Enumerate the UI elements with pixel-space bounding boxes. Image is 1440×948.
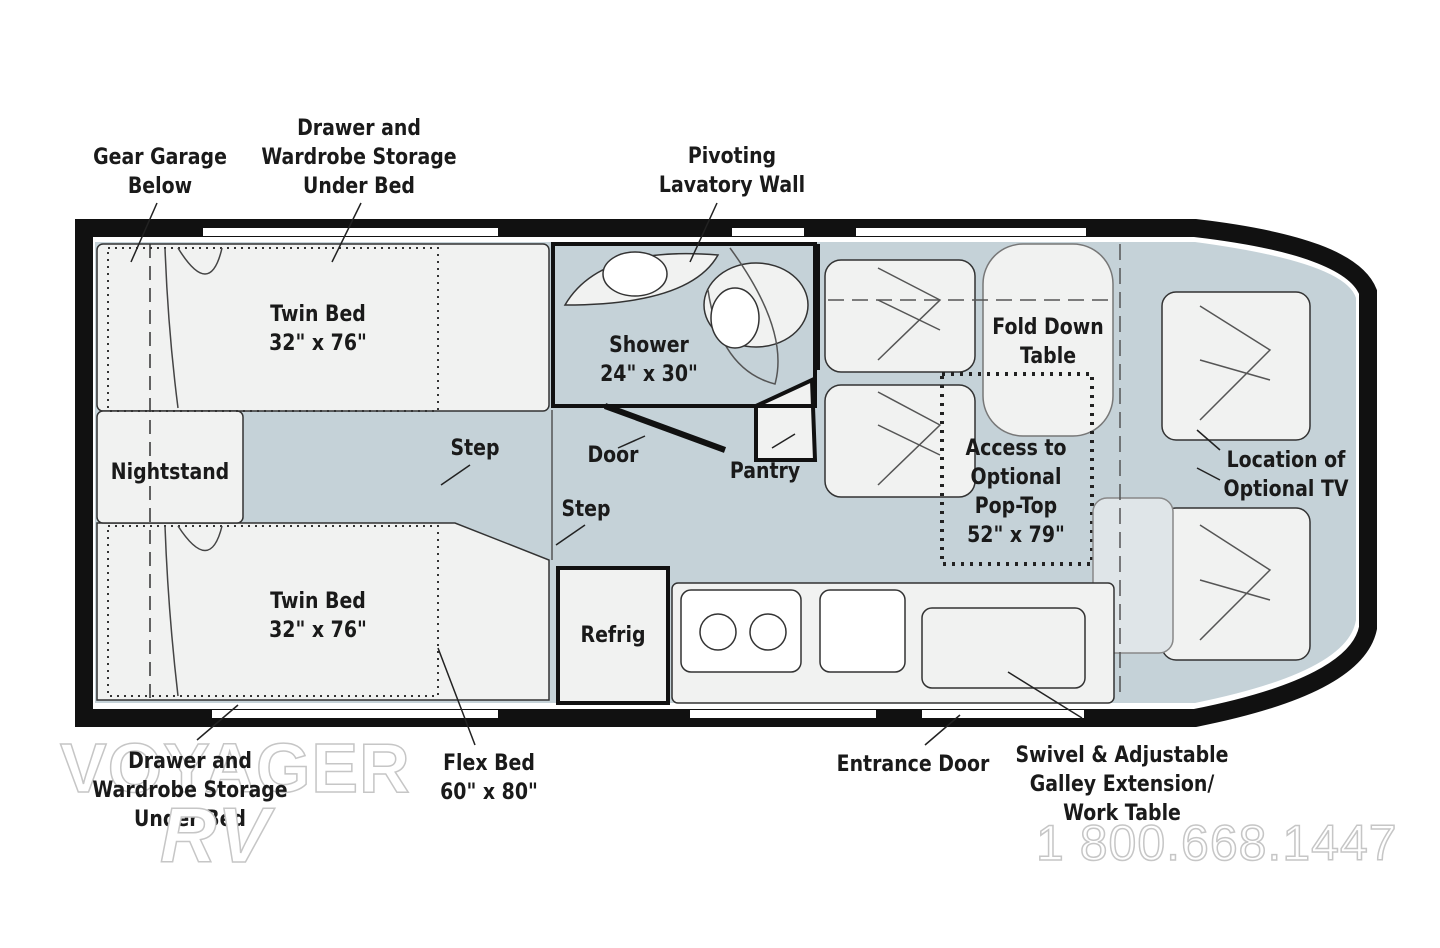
fold-down-table-label: Fold Down Table xyxy=(992,315,1104,369)
bed-fold-curve-bottom xyxy=(164,525,223,697)
twin-bed-top-label: Twin Bed 32" x 76" xyxy=(269,302,367,356)
flex-bed-label: Flex Bed 60" x 80" xyxy=(440,751,538,805)
captain-chair-right xyxy=(1161,291,1311,441)
storage-outline-bottom xyxy=(107,525,439,697)
gear-garage-label: Gear Garage Below xyxy=(93,145,227,199)
step-inner-label: Step xyxy=(450,436,500,461)
twin-bed-top xyxy=(96,243,550,412)
shower-label: Shower 24" x 30" xyxy=(600,333,698,387)
burner-right xyxy=(749,613,787,651)
galley-sink xyxy=(819,589,906,673)
bathroom-door xyxy=(603,403,727,453)
entrance-door-label: Entrance Door xyxy=(836,752,990,777)
van-outline xyxy=(75,219,1377,727)
fold-down-table xyxy=(982,243,1114,437)
chair-left-frame xyxy=(1199,524,1272,641)
nightstand-cabinet xyxy=(96,410,244,524)
refrigerator xyxy=(556,566,670,705)
nightstand-label: Nightstand xyxy=(110,460,230,485)
burner-left xyxy=(699,613,737,651)
watermark-phone: 1 800.668.1447 xyxy=(1035,814,1398,872)
galley-extension-label: Swivel & Adjustable Galley Extension/ Wo… xyxy=(1015,743,1229,826)
pop-top-outline xyxy=(940,372,1094,566)
optional-tv-label: Location of Optional TV xyxy=(1223,448,1349,502)
seat-upper xyxy=(824,259,976,373)
watermark-brand: VOYAGER xyxy=(59,728,411,808)
storage-top-label: Drawer and Wardrobe Storage Under Bed xyxy=(261,116,457,199)
leader-lines xyxy=(130,202,1221,746)
sink-basin xyxy=(602,251,668,297)
pantry-label: Pantry xyxy=(729,459,801,484)
storage-bottom-label: Drawer and Wardrobe Storage Under Bed xyxy=(92,749,288,832)
pantry-cabinet xyxy=(754,376,818,462)
watermark-brand-rv: RV xyxy=(159,790,271,880)
seat-lower-frame xyxy=(877,391,942,486)
flex-bed-bottom xyxy=(96,522,550,701)
work-table xyxy=(921,607,1086,689)
storage-outline-top xyxy=(107,247,439,412)
toilet-bowl xyxy=(710,287,760,349)
chair-right-frame xyxy=(1199,305,1272,421)
seat-lower xyxy=(824,384,976,498)
door-label: Door xyxy=(587,443,639,468)
pop-top-label: Access to Optional Pop-Top 52" x 79" xyxy=(965,436,1067,548)
bed-fold-curve-top xyxy=(164,247,223,409)
step-outer-label: Step xyxy=(561,497,611,522)
refrig-label: Refrig xyxy=(580,623,646,648)
lavatory-wall-label: Pivoting Lavatory Wall xyxy=(658,144,806,198)
stove xyxy=(680,589,802,673)
twin-bed-bottom-label: Twin Bed 32" x 76" xyxy=(269,589,367,643)
